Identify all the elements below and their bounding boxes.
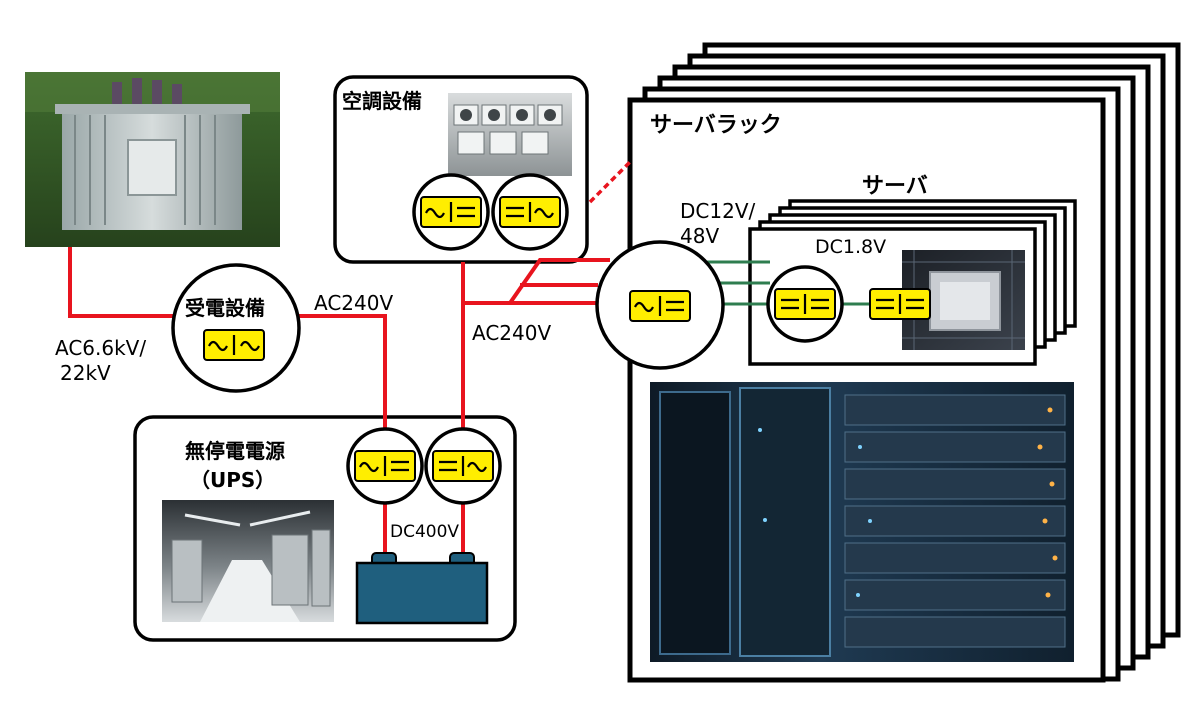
dc400-label: DC400V [390, 522, 459, 542]
ac-dc-converter-icon [420, 196, 482, 228]
dc12-label-line1: DC12V/ [680, 199, 755, 223]
transformer-photo [25, 72, 280, 247]
dc18-label: DC1.8V [815, 236, 886, 258]
ac-input-label-line1: AC6.6kV/ [55, 336, 146, 360]
ac240-mid-label: AC240V [472, 321, 551, 345]
ac240-left-label: AC240V [314, 291, 393, 315]
ups-label-line2: （UPS） [190, 468, 275, 492]
server-racks-photo [650, 382, 1074, 662]
aircon-label: 空調設備 [342, 89, 422, 113]
receiving-label: 受電設備 [185, 296, 265, 320]
dc-dc-converter-icon [869, 288, 931, 320]
dc12-label-line2: 48V [680, 224, 719, 248]
ups-label-line1: 無停電電源 [185, 439, 285, 463]
receiving-circle [171, 263, 301, 393]
ac-input-label-line2: 22kV [60, 361, 111, 385]
aircon-units-photo [448, 93, 572, 176]
dc-dc-converter-icon [774, 288, 836, 320]
dc-ac-converter-icon [499, 196, 561, 228]
ac-dc-converter-icon [354, 450, 416, 482]
ac-ac-converter-icon [203, 329, 265, 361]
dc-ac-converter-icon [432, 450, 494, 482]
ac-power-lines [68, 247, 610, 558]
server-rack-label: サーバラック [650, 113, 782, 138]
battery-icon [355, 552, 489, 625]
server-label: サーバ [862, 174, 928, 199]
ups-room-photo [162, 500, 334, 622]
ac-dc-converter-icon [629, 290, 691, 322]
aircon-dashed-link [588, 158, 634, 204]
